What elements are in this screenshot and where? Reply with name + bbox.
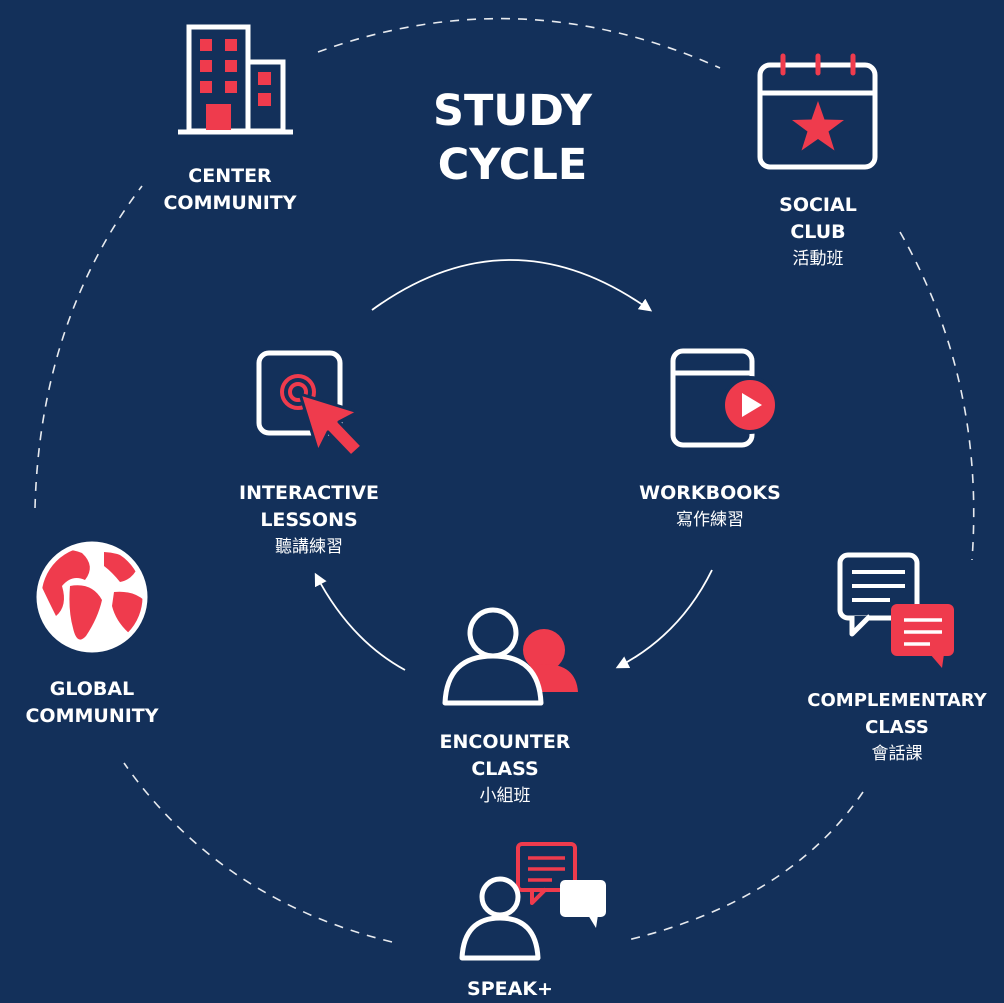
node-label-global-community: GLOBAL COMMUNITY bbox=[2, 676, 182, 730]
group-people-icon bbox=[442, 607, 578, 706]
node-title-line-1: GLOBAL bbox=[49, 678, 135, 700]
node-title-line-1: CENTER bbox=[188, 165, 272, 187]
globe-icon bbox=[36, 541, 148, 653]
node-title-line-2: COMMUNITY bbox=[25, 705, 159, 727]
title-line-2: CYCLE bbox=[437, 140, 588, 190]
node-title-line-2: CLUB bbox=[790, 221, 846, 243]
node-chinese-label: 活動班 bbox=[792, 249, 844, 269]
node-title-line-1: ENCOUNTER bbox=[439, 731, 571, 753]
arrow-to-workbooks bbox=[371, 259, 653, 312]
node-chinese-label: 寫作練習 bbox=[676, 510, 744, 530]
node-label-complementary-class: COMPLEMENTARY CLASS 會話課 bbox=[790, 687, 1004, 767]
node-title-line-1: SPEAK+ bbox=[467, 978, 553, 1000]
node-title-line-1: SOCIAL bbox=[779, 194, 857, 216]
outer-cycle-ring bbox=[34, 17, 975, 943]
node-label-encounter-class: ENCOUNTER CLASS 小組班 bbox=[415, 729, 595, 809]
arrow-to-encounter-class bbox=[615, 569, 713, 669]
node-title-line-2: CLASS bbox=[865, 717, 929, 738]
node-title-line-1: WORKBOOKS bbox=[639, 482, 781, 504]
node-label-interactive-lessons: INTERACTIVE LESSONS 聽講練習 bbox=[219, 480, 399, 560]
touch-cursor-icon bbox=[256, 350, 364, 458]
calendar-star-icon bbox=[757, 53, 878, 170]
node-chinese-label: 聽講練習 bbox=[275, 537, 343, 557]
page-title: STUDY CYCLE bbox=[410, 84, 615, 192]
title-line-1: STUDY bbox=[433, 86, 592, 136]
node-label-social-club: SOCIAL CLUB 活動班 bbox=[748, 192, 888, 272]
node-chinese-label: 小組班 bbox=[479, 786, 531, 806]
node-title-line-2: LESSONS bbox=[260, 509, 358, 531]
node-title-line-2: COMMUNITY bbox=[163, 192, 297, 214]
node-chinese-label: 會話課 bbox=[871, 744, 923, 764]
node-title-line-1: INTERACTIVE bbox=[239, 482, 379, 504]
node-label-speak-plus: SPEAK+ bbox=[430, 976, 590, 1003]
node-title-line-2: CLASS bbox=[471, 758, 539, 780]
node-title-line-1: COMPLEMENTARY bbox=[807, 690, 987, 711]
building-icon bbox=[178, 24, 293, 135]
arrow-to-interactive-lessons bbox=[314, 572, 406, 671]
inner-cycle-arrows bbox=[314, 259, 713, 671]
node-label-center-community: CENTER COMMUNITY bbox=[140, 163, 320, 217]
node-label-workbooks: WORKBOOKS 寫作練習 bbox=[620, 480, 800, 533]
book-play-icon bbox=[670, 348, 779, 448]
chat-bubbles-icon bbox=[837, 552, 954, 668]
speaker-chat-icon bbox=[459, 842, 606, 961]
